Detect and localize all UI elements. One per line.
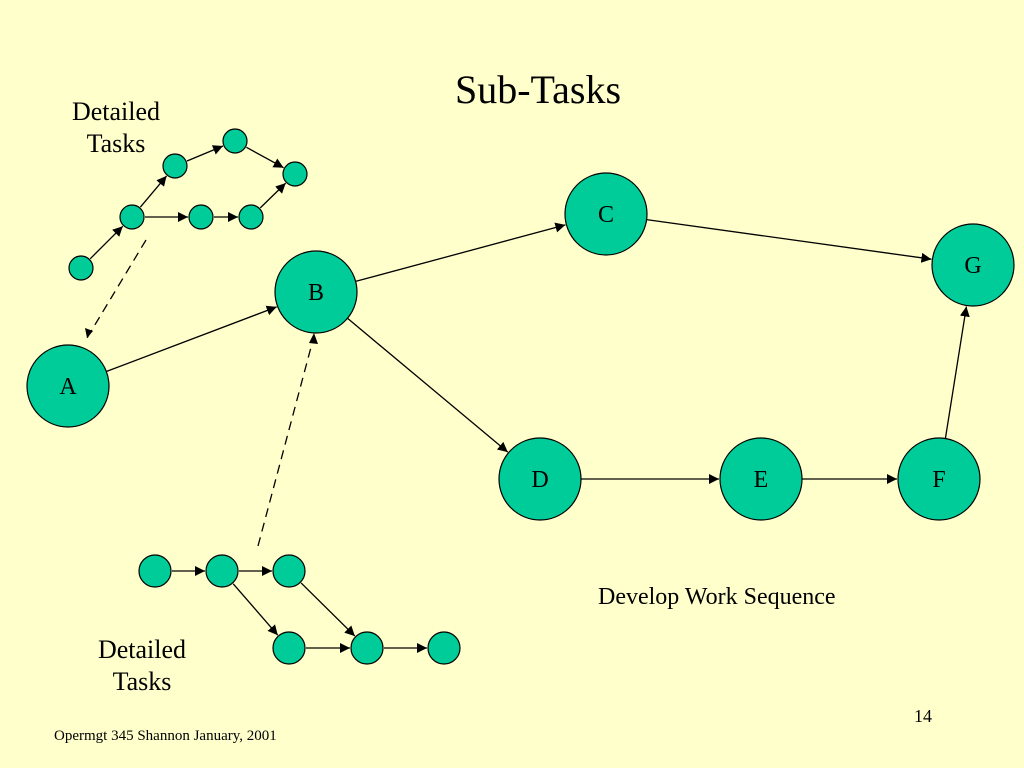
subtask-node-bottom-4 <box>350 631 384 665</box>
subtask-node-top-5 <box>188 204 214 230</box>
subtask-node-top-4 <box>282 161 308 187</box>
dashed-link-top-to-A <box>86 239 147 339</box>
subtask-node-bottom-5 <box>427 631 461 665</box>
edge-A-B <box>106 305 277 373</box>
detailed-tasks-label-top-line2: Tasks <box>86 129 146 158</box>
detailed-tasks-label-top-line1: Detailed <box>71 97 161 126</box>
detailed-tasks-label-top: Detailed Tasks <box>46 96 186 160</box>
node-A <box>26 344 110 428</box>
node-B <box>274 250 358 334</box>
node-G-label: G <box>964 253 981 279</box>
node-C-label: C <box>598 202 614 228</box>
node-F-label: F <box>932 467 945 493</box>
subtask-edge-bottom-1-3 <box>232 583 279 636</box>
subtask-node-bottom-2 <box>272 554 306 588</box>
node-F <box>897 437 981 521</box>
subtask-edge-top-0-1 <box>89 225 124 260</box>
develop-work-sequence-label: Develop Work Sequence <box>598 584 836 610</box>
subtask-node-bottom-1 <box>205 554 239 588</box>
dashed-link-top-arrowhead <box>85 328 93 338</box>
subtask-edge-bottom-2-4 <box>300 582 356 637</box>
node-E-label: E <box>754 467 769 493</box>
edge-C-G <box>646 218 932 263</box>
subtask-node-top-3 <box>222 128 248 154</box>
footer-text: Opermgt 345 Shannon January, 2001 <box>54 728 277 744</box>
dashed-link-bottom-to-B <box>257 335 315 547</box>
subtask-edge-top-3-4 <box>246 146 284 169</box>
edge-F-G <box>944 306 970 439</box>
detailed-tasks-label-bottom: Detailed Tasks <box>72 634 212 698</box>
subtask-edge-top-2-3 <box>186 145 224 162</box>
node-B-label: B <box>308 280 324 306</box>
page-title: Sub-Tasks <box>454 67 622 112</box>
subtask-node-bottom-0 <box>138 554 172 588</box>
node-D <box>498 437 582 521</box>
subtask-edge-top-6-4 <box>259 182 287 209</box>
node-C <box>564 172 648 256</box>
edge-B-C <box>355 222 566 283</box>
subtask-node-top-1 <box>119 204 145 230</box>
dashed-link-bottom-arrowhead <box>309 333 318 344</box>
edge-B-D <box>347 317 509 453</box>
node-E <box>719 437 803 521</box>
node-A-label: A <box>59 374 77 400</box>
node-D-label: D <box>531 467 548 493</box>
subtask-node-top-0 <box>68 255 94 281</box>
subtask-node-bottom-3 <box>272 631 306 665</box>
detailed-tasks-label-bottom-line1: Detailed <box>97 635 187 664</box>
detailed-tasks-label-bottom-line2: Tasks <box>112 667 172 696</box>
node-G <box>931 223 1015 307</box>
subtask-edge-top-1-2 <box>139 175 168 208</box>
page-number: 14 <box>914 706 932 726</box>
subtask-node-top-2 <box>162 153 188 179</box>
subtask-node-top-6 <box>238 204 264 230</box>
